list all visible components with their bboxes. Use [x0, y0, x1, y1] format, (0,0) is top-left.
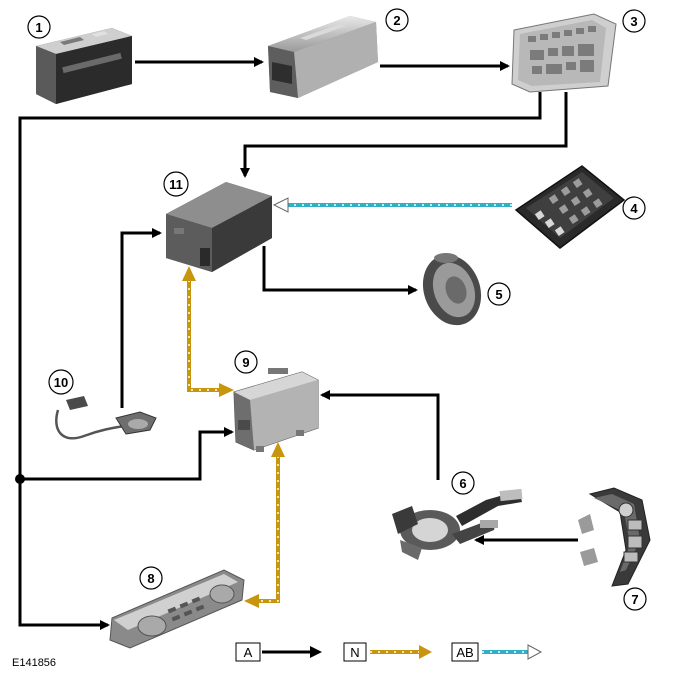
speaker-component — [422, 253, 482, 326]
sensor-harness-component — [55, 396, 157, 440]
link-3-to-11 — [240, 92, 568, 178]
battery-component — [36, 28, 132, 104]
callout-2: 2 — [385, 8, 409, 32]
legend: A N AB — [235, 642, 543, 662]
link-4-to-11 — [272, 197, 512, 213]
link-3-to-bus — [18, 92, 542, 630]
control-module-11-component — [166, 182, 272, 272]
callout-8-label: 8 — [147, 571, 154, 586]
callout-6-label: 6 — [459, 476, 466, 491]
callout-10: 10 — [48, 369, 74, 395]
callout-9: 9 — [234, 350, 258, 374]
callout-5: 5 — [487, 282, 511, 306]
control-module-9-component — [233, 368, 319, 452]
smartphone-component — [514, 165, 626, 249]
link-10-to-11 — [120, 228, 162, 408]
link-bus-to-9 — [20, 427, 234, 481]
fuse-box-component — [511, 13, 617, 93]
callout-11-label: 11 — [169, 177, 183, 192]
legend-item-ab: AB — [451, 642, 543, 662]
callout-11: 11 — [163, 171, 189, 197]
callout-4-label: 4 — [630, 201, 638, 216]
link-11-to-9 — [182, 266, 234, 397]
steering-column-switch-component — [392, 488, 523, 560]
climate-control-panel-component — [109, 569, 245, 649]
legend-key-a: A — [244, 645, 253, 660]
steering-wheel-switch-component — [578, 487, 651, 587]
connections — [15, 57, 578, 630]
legend-item-a: A — [235, 642, 322, 662]
link-11-to-5 — [262, 246, 418, 295]
callout-3-label: 3 — [630, 14, 637, 29]
callout-2-label: 2 — [393, 13, 400, 28]
callout-10-label: 10 — [54, 375, 68, 390]
callout-7-label: 7 — [631, 592, 638, 607]
callout-4: 4 — [622, 196, 646, 220]
callout-7: 7 — [623, 587, 647, 611]
callout-8: 8 — [139, 566, 163, 590]
callout-3: 3 — [622, 9, 646, 33]
callout-1: 1 — [27, 15, 51, 39]
link-6-to-9 — [320, 390, 440, 480]
link-9-to-8 — [244, 442, 285, 608]
callout-6: 6 — [451, 471, 475, 495]
callout-5-label: 5 — [495, 287, 502, 302]
legend-key-n: N — [350, 645, 359, 660]
power-module-component — [268, 16, 378, 98]
legend-item-n: N — [343, 642, 432, 662]
diagram-reference-code: E141856 — [12, 657, 56, 669]
callout-9-label: 9 — [242, 355, 249, 370]
legend-key-ab: AB — [456, 645, 473, 660]
callout-1-label: 1 — [35, 20, 42, 35]
